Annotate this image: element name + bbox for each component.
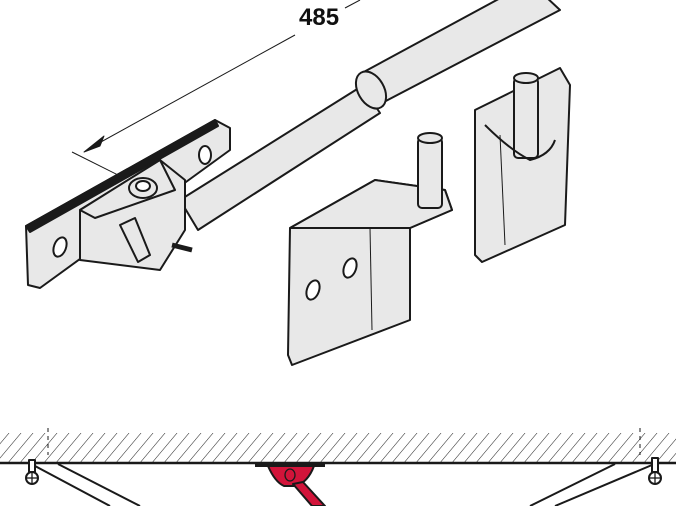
angle-bracket-with-pin (287, 132, 453, 366)
window-sash-outline (34, 463, 653, 506)
stay-rod (179, 0, 561, 231)
ceiling-section (0, 428, 676, 465)
left-hinge-symbol (25, 459, 39, 485)
stay-mount-highlight (255, 463, 326, 506)
dimension-label: 485 (296, 4, 343, 32)
right-hinge-symbol (648, 457, 662, 485)
pin-plate-bracket (474, 67, 571, 263)
rod-end-bracket (25, 119, 231, 289)
